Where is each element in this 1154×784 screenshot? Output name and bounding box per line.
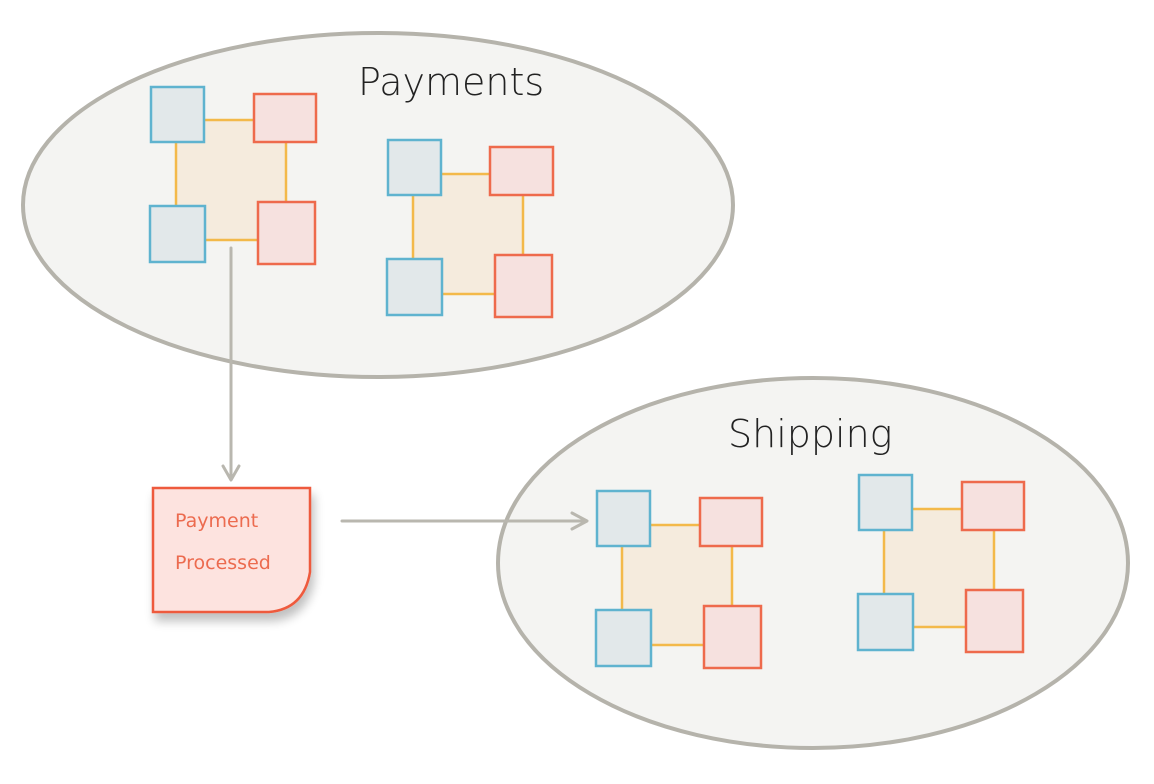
aggregate-port-blue — [386, 138, 443, 197]
aggregate-port-blue — [595, 489, 652, 548]
arrow-head — [570, 511, 589, 531]
aggregate-port-blue — [857, 473, 914, 532]
aggregate-port-blue — [148, 204, 207, 264]
aggregate-port-red — [698, 496, 764, 548]
payments-context-title: Payments — [358, 60, 544, 104]
sticky-note — [151, 486, 312, 614]
aggregate-port-red — [493, 253, 554, 319]
shipping-context-title: Shipping — [728, 412, 892, 456]
aggregate-port-red — [252, 92, 318, 144]
shipping-context-boundary — [496, 376, 1130, 750]
aggregate-port-blue — [856, 592, 915, 652]
aggregate-port-blue — [385, 257, 444, 317]
consume-event-arrow — [340, 511, 589, 531]
event-note-line2: Processed — [175, 552, 271, 574]
event-note-line1: Payment — [175, 510, 258, 532]
aggregate-port-blue — [149, 85, 206, 144]
shipping-context: Shipping — [496, 376, 1130, 750]
aggregate-port-red — [256, 200, 317, 266]
payments-aggregate-2 — [385, 138, 555, 319]
aggregate-port-red — [702, 604, 763, 670]
aggregate-port-red — [488, 145, 555, 197]
payment-processed-event-note — [151, 486, 312, 614]
arrow-head — [221, 464, 241, 482]
shipping-aggregate-2 — [856, 473, 1026, 654]
aggregate-port-red — [960, 480, 1026, 532]
payments-context: Payments — [21, 31, 735, 379]
aggregate-port-red — [964, 588, 1025, 654]
aggregate-port-blue — [594, 608, 653, 668]
shipping-aggregate-1 — [594, 489, 764, 670]
publish-event-arrow — [221, 246, 241, 482]
payments-aggregate-1 — [148, 85, 318, 266]
